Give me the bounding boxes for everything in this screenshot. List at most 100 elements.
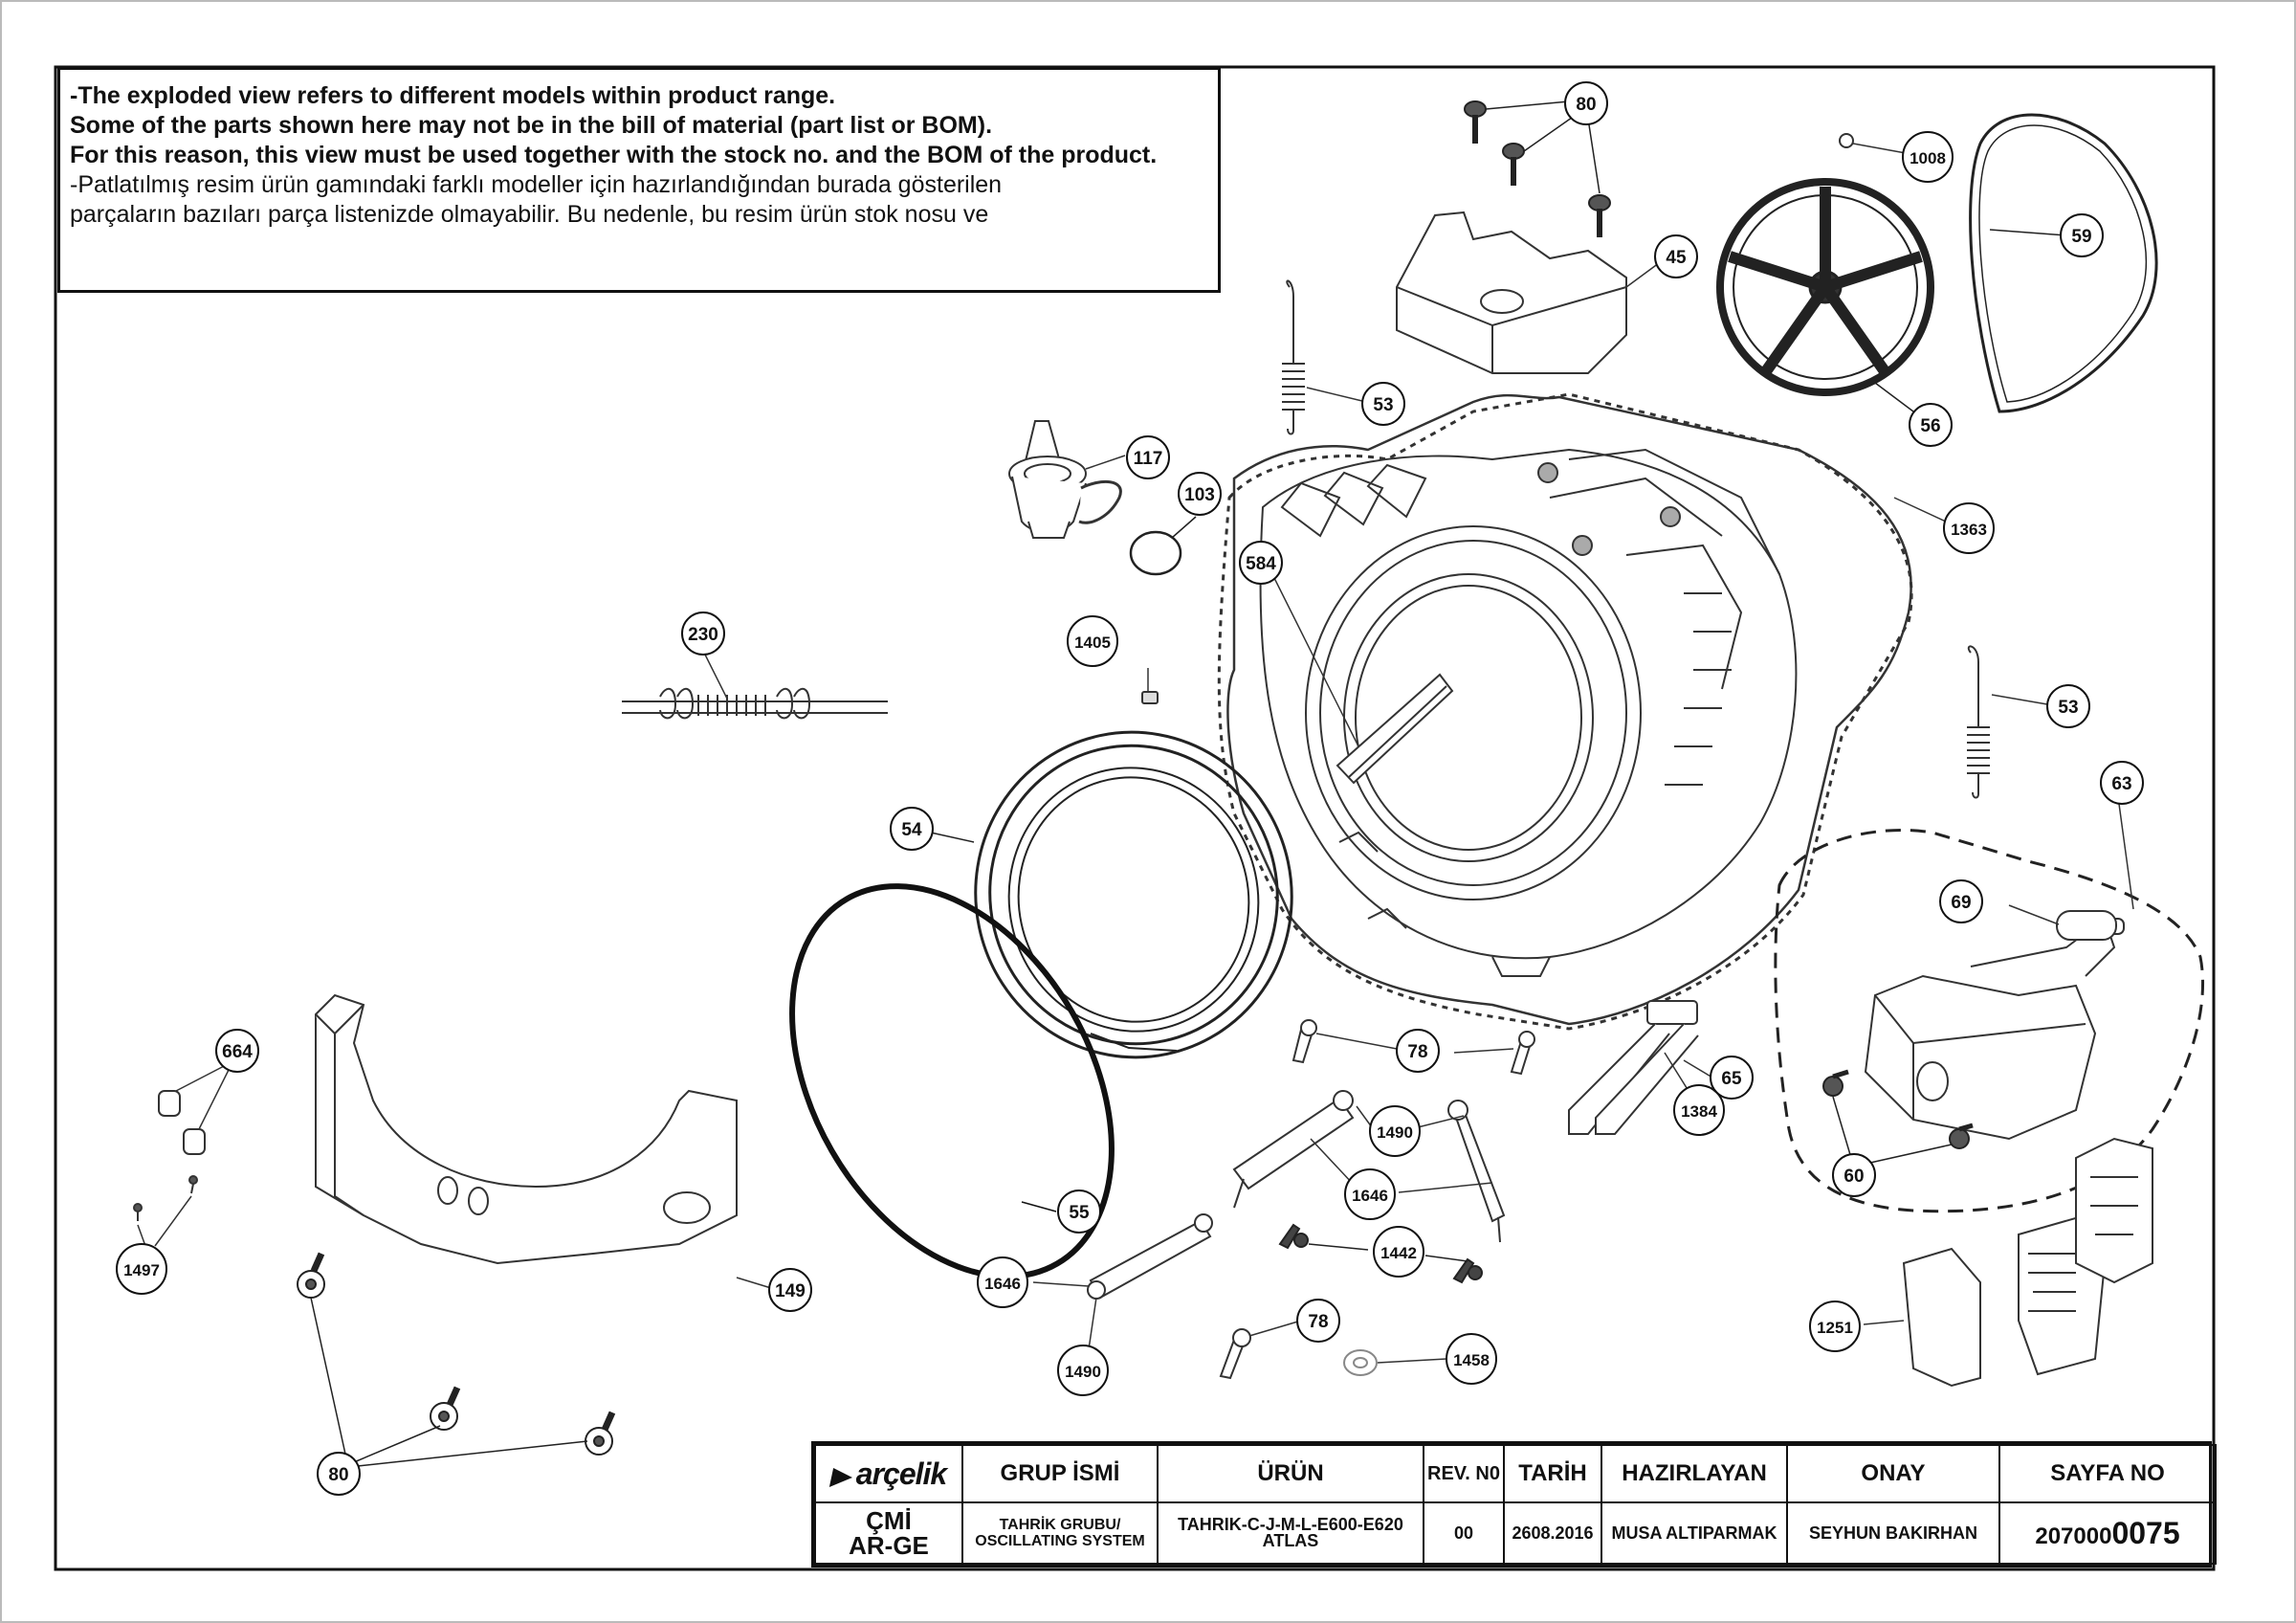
callout-circle [215,1029,259,1073]
part-1646-shock-absorber-right [1398,1100,1506,1243]
callout-65: 65 [1710,1056,1754,1100]
sheet-number-prefix: 207000 [2035,1523,2112,1549]
callout-circle [1809,1301,1861,1352]
callout-label: 1363 [1951,521,1987,539]
header-rev: REV. N0 [1423,1444,1505,1503]
part-103-clamp-ring [1129,516,1197,576]
header-prepared: HAZIRLAYAN [1601,1444,1788,1503]
product-value-line-1: TAHRIK-C-J-M-L-E600-E620 [1178,1515,1403,1534]
callout-label: 117 [1134,449,1163,469]
callout-circle [1361,382,1405,426]
part-1405-clip [1141,668,1159,704]
header-product: ÜRÜN [1157,1444,1424,1503]
callout-label: 55 [1069,1203,1090,1223]
brand-name: arçelik [855,1456,947,1491]
callout-label: 69 [1951,893,1971,913]
part-664-bushings [158,1063,231,1155]
callout-117: 117 [1126,435,1170,479]
group-value: TAHRİK GRUBU/ OSCILLATING SYSTEM [961,1501,1159,1565]
callout-label: 149 [775,1281,806,1301]
sheet-number-suffix: 0075 [2111,1515,2180,1550]
dept-line-1: ÇMİ [866,1506,912,1535]
callout-circle [1369,1105,1421,1157]
part-80-screws-bottom [297,1252,616,1467]
product-value: TAHRIK-C-J-M-L-E600-E620 ATLAS [1157,1501,1424,1565]
callout-label: 1442 [1380,1244,1417,1262]
callout-circle [2100,761,2144,805]
callout-circle [890,807,934,851]
callout-53: 53 [2046,684,2090,728]
callout-label: 1008 [1910,149,1946,167]
callout-60: 60 [1832,1153,1876,1197]
callout-label: 230 [688,625,718,645]
callout-circle [1564,81,1608,125]
callout-1646: 1646 [977,1256,1028,1308]
part-1458-nut [1343,1349,1447,1376]
dept-line-2: AR-GE [849,1531,929,1560]
callout-label: 1384 [1681,1102,1717,1121]
part-60-motor-screws [1822,1069,1974,1164]
header-date: TARİH [1503,1444,1602,1503]
callout-1442: 1442 [1373,1226,1424,1278]
callout-circle [1832,1153,1876,1197]
callout-label: 56 [1920,416,1940,436]
callout-circle [977,1256,1028,1308]
callout-circle [1710,1056,1754,1100]
callout-label: 1646 [1352,1187,1388,1205]
note-tr-line-2: parçaların bazıları parça listenizde olm… [70,201,989,228]
header-approved: ONAY [1786,1444,2000,1503]
note-tr-line-1: -Patlatılmış resim ürün gamındaki farklı… [70,171,1003,198]
callout-circle [768,1268,812,1312]
callout-circle [1239,541,1283,585]
callout-circle [1373,1226,1424,1278]
part-55-clamp-wire [789,883,1115,1279]
part-149-front-counterweight [315,993,772,1289]
callout-label: 54 [901,820,922,840]
callout-78: 78 [1296,1299,1340,1343]
callout-circle [1902,131,1954,183]
part-1363-outer-tub [1226,393,1949,1026]
callout-230: 230 [681,611,725,656]
callout-label: 1490 [1377,1123,1413,1142]
callout-label: 80 [1576,95,1596,115]
part-53-spring-right [1967,645,2048,799]
callout-circle [1396,1029,1440,1073]
callout-56: 56 [1909,403,1953,447]
part-53-spring-left [1282,279,1367,435]
callout-53: 53 [1361,382,1405,426]
callout-69: 69 [1939,879,1983,923]
callout-label: 1458 [1453,1351,1490,1369]
callout-1008: 1008 [1902,131,1954,183]
callout-1490: 1490 [1057,1345,1109,1396]
callout-label: 1490 [1065,1363,1101,1381]
callout-circle [116,1243,167,1295]
callout-1384: 1384 [1673,1084,1725,1136]
callout-circle [2060,213,2104,257]
callout-label: 1646 [984,1275,1021,1293]
callout-circle [1446,1333,1497,1385]
callout-circle [1909,403,1953,447]
part-45-top-counterweight [1396,211,1664,374]
title-block: arçelik GRUP İSMİ ÜRÜN REV. N0 TARİH HAZ… [811,1441,2217,1567]
part-78-shock-pins-top [1292,1019,1535,1076]
disclaimer-box: -The exploded view refers to different m… [57,67,1221,293]
callout-label: 1405 [1074,634,1111,652]
callout-circle [1057,1189,1101,1234]
callout-78: 78 [1396,1029,1440,1073]
callout-1646: 1646 [1344,1168,1396,1220]
callout-label: 664 [222,1042,253,1062]
callout-circle [1178,472,1222,516]
callout-1363: 1363 [1943,502,1995,554]
approved-value: SEYHUN BAKIRHAN [1786,1501,2000,1565]
arcelik-logo-icon [828,1468,854,1488]
callout-55: 55 [1057,1189,1101,1234]
callout-label: 53 [2058,698,2078,718]
callout-63: 63 [2100,761,2144,805]
callout-circle [2046,684,2090,728]
part-1008-screw [1839,133,1907,154]
product-value-line-2: ATLAS [1262,1531,1319,1550]
callout-label: 65 [1721,1069,1742,1089]
part-1251-control-module [1863,1137,2153,1388]
